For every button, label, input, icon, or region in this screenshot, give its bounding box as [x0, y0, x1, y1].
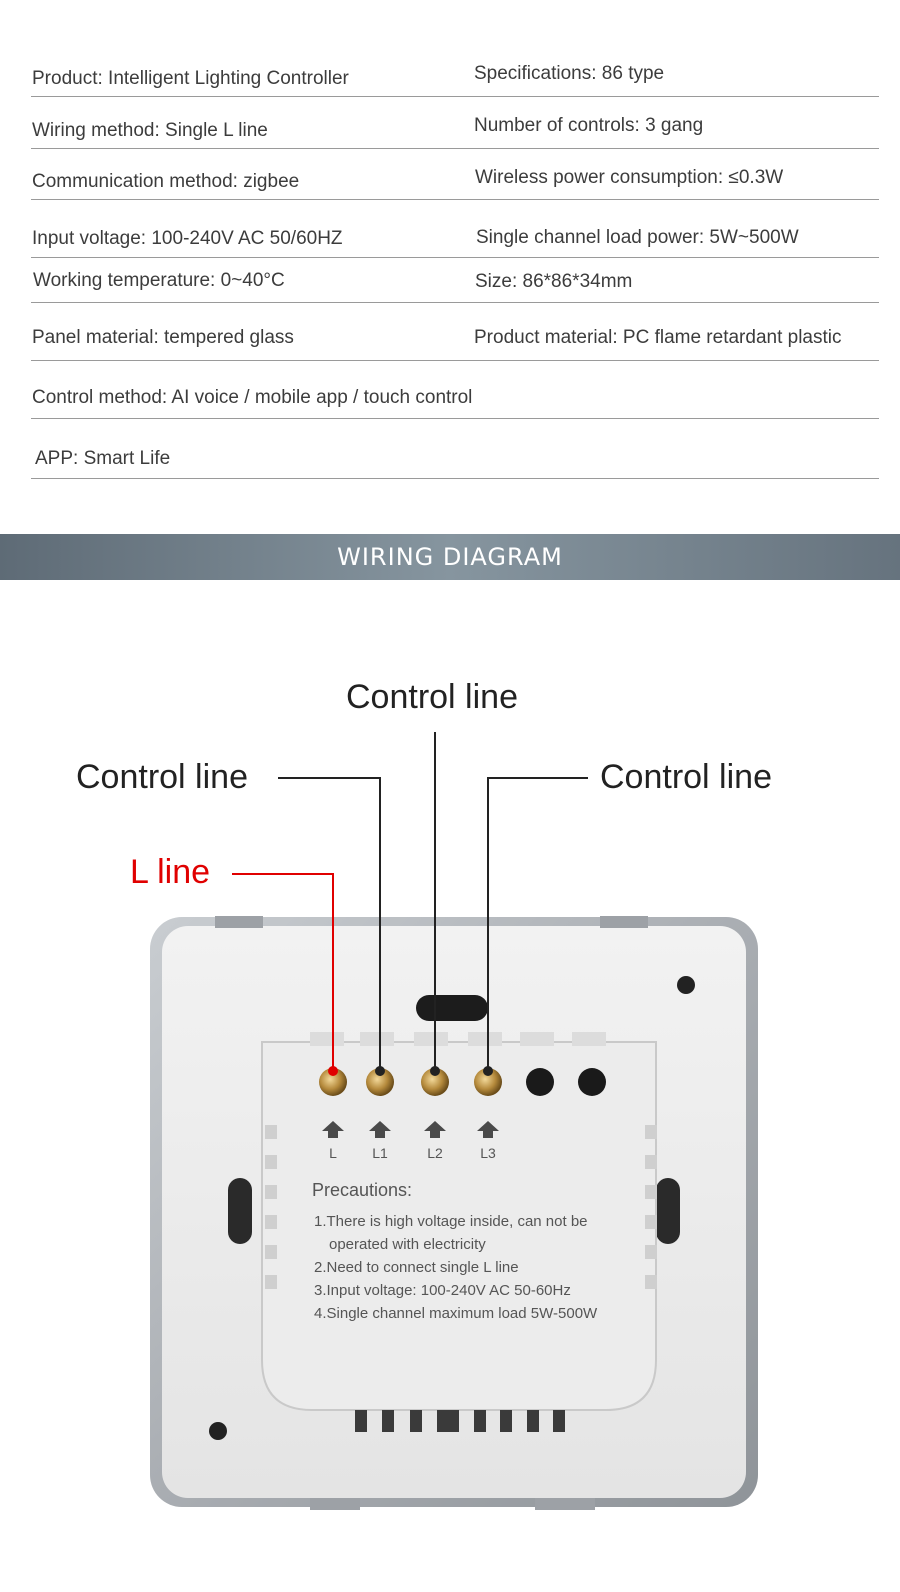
terminal-arrows [322, 1121, 499, 1138]
section-banner: WIRING DIAGRAM [0, 534, 900, 580]
arrow-up-icon [477, 1121, 499, 1138]
switch-back-illustration [150, 732, 758, 1510]
frame-tab [600, 916, 648, 928]
frame-tab [310, 1498, 360, 1510]
frame-tab [535, 1498, 595, 1510]
terminal-label: L2 [427, 1145, 443, 1161]
control-line-top-label: Control line [346, 678, 518, 716]
spec-input-voltage: Input voltage: 100-240V AC 50/60HZ [32, 228, 343, 249]
precautions-title: Precautions: [312, 1180, 413, 1200]
arrow-up-icon [369, 1121, 391, 1138]
precaution-item: 3.Input voltage: 100-240V AC 50-60Hz [314, 1282, 571, 1299]
divider [31, 418, 879, 419]
side-ribs [265, 1125, 657, 1289]
bottom-vents [355, 1410, 565, 1432]
terminal-screw-l3 [474, 1068, 502, 1096]
top-slot [416, 995, 488, 1021]
spec-number-of-controls: Number of controls: 3 gang [474, 115, 704, 136]
control-line-dot [483, 1066, 493, 1076]
divider [31, 148, 879, 149]
divider [31, 199, 879, 200]
control-line-dot [375, 1066, 385, 1076]
spec-load-power: Single channel load power: 5W~500W [476, 227, 799, 248]
spec-communication: Communication method: zigbee [32, 171, 300, 192]
terminal-separators [310, 1032, 606, 1046]
wiring-diagram: Control line Control line Control line L… [0, 580, 900, 1592]
control-line-dot [430, 1066, 440, 1076]
banner-title: WIRING DIAGRAM [337, 543, 563, 571]
divider [31, 96, 879, 97]
arrow-up-icon [424, 1121, 446, 1138]
precaution-item: 1.There is high voltage inside, can not … [314, 1213, 588, 1230]
terminal-empty [526, 1068, 554, 1096]
terminal-screw-l1 [366, 1068, 394, 1096]
terminal-label: L1 [372, 1145, 388, 1161]
control-line-left-label: Control line [76, 758, 248, 796]
arrow-up-icon [322, 1121, 344, 1138]
l-line-label: L line [130, 853, 211, 891]
control-line-right-label: Control line [600, 758, 772, 796]
spec-working-temp: Working temperature: 0~40°C [33, 270, 285, 291]
spec-panel-material: Panel material: tempered glass [32, 327, 294, 348]
spec-wiring-method: Wiring method: Single L line [32, 120, 268, 141]
spec-size: Size: 86*86*34mm [475, 271, 633, 292]
spec-wireless-power: Wireless power consumption: ≤0.3W [475, 167, 784, 188]
precaution-item: 4.Single channel maximum load 5W-500W [314, 1305, 598, 1322]
divider [31, 257, 879, 258]
terminal-screw-l [319, 1068, 347, 1096]
control-line-right-wire [487, 777, 588, 1070]
terminal-label: L3 [480, 1145, 496, 1161]
side-slot [228, 1178, 252, 1244]
divider [31, 360, 879, 361]
spec-product: Product: Intelligent Lighting Controller [32, 68, 349, 89]
mount-hole [677, 976, 695, 994]
divider [31, 478, 879, 479]
terminal-screws [319, 1068, 606, 1096]
side-slot [656, 1178, 680, 1244]
precaution-item: 2.Need to connect single L line [314, 1259, 519, 1276]
frame-tab [215, 916, 263, 928]
l-line-dot [328, 1066, 338, 1076]
terminal-label: L [329, 1145, 337, 1161]
terminal-screw-l2 [421, 1068, 449, 1096]
spec-app: APP: Smart Life [35, 448, 171, 469]
control-line-left-wire [278, 777, 381, 1070]
precaution-item: operated with electricity [329, 1236, 486, 1253]
terminal-block [261, 1041, 657, 1411]
l-line-wire [232, 873, 334, 1070]
spec-product-material: Product material: PC flame retardant pla… [474, 327, 842, 348]
terminal-empty [578, 1068, 606, 1096]
spec-control-method: Control method: AI voice / mobile app / … [32, 387, 473, 408]
spec-specifications: Specifications: 86 type [474, 63, 665, 84]
mount-hole [209, 1422, 227, 1440]
divider [31, 302, 879, 303]
